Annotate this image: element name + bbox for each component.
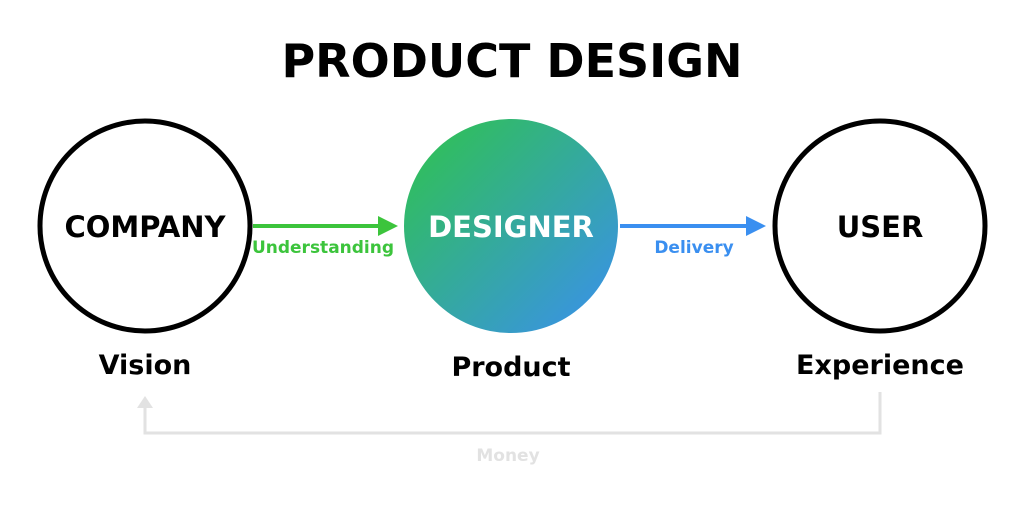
money-arrowhead	[137, 396, 153, 408]
delivery-label: Delivery	[654, 238, 733, 258]
company-sublabel: Vision	[99, 350, 192, 381]
understanding-label: Understanding	[252, 238, 394, 258]
company-node	[37, 118, 253, 334]
designer-node	[404, 119, 618, 333]
company-label: COMPANY	[64, 210, 226, 244]
money-label: Money	[476, 446, 539, 466]
user-node	[772, 118, 988, 334]
user-sublabel: Experience	[796, 350, 964, 381]
designer-sublabel: Product	[451, 352, 570, 383]
user-label: USER	[837, 210, 924, 244]
money-arrow-path	[143, 392, 882, 435]
diagram-title: PRODUCT DESIGN	[281, 34, 742, 88]
designer-label: DESIGNER	[428, 210, 594, 244]
